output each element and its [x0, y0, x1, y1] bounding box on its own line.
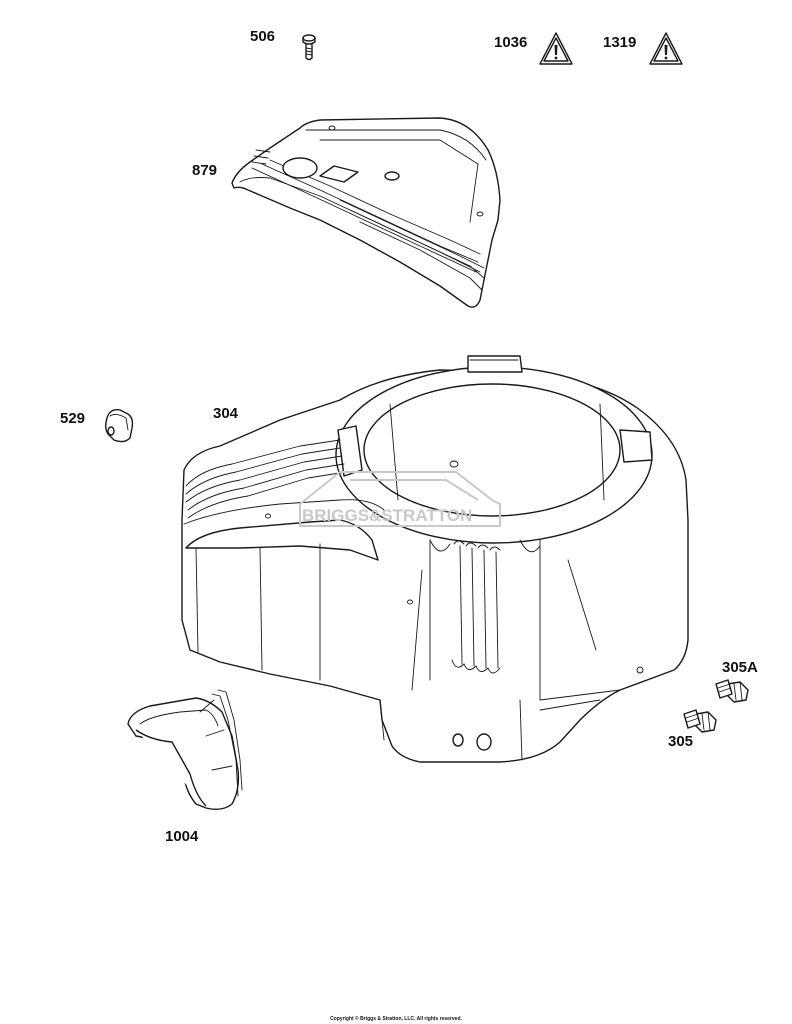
watermark-logo [299, 471, 501, 527]
part-1004-air-guide [127, 689, 243, 811]
callout-304: 304 [213, 405, 239, 422]
callout-305a: 305A [722, 659, 758, 676]
callout-1004: 1004 [165, 828, 199, 845]
callout-506: 506 [250, 28, 276, 45]
callout-305: 305 [668, 733, 694, 750]
callout-1319: 1319 [603, 34, 637, 51]
callout-879: 879 [192, 162, 218, 179]
callout-1036: 1036 [494, 34, 528, 51]
part-305a-bolt [715, 679, 749, 703]
warning-icon-1319 [649, 32, 683, 65]
part-304-blower-housing [181, 355, 689, 763]
copyright-notice: Copyright © Briggs & Stratton, LLC. All … [330, 1016, 462, 1022]
part-506-screw [302, 34, 316, 61]
part-529-grommet [105, 408, 134, 443]
callout-529: 529 [60, 410, 86, 427]
part-305-bolt [683, 709, 717, 733]
watermark-text: BRIGGS&STRATTON [302, 506, 472, 525]
part-879-cover [231, 117, 501, 308]
warning-icon-1036 [539, 32, 573, 65]
